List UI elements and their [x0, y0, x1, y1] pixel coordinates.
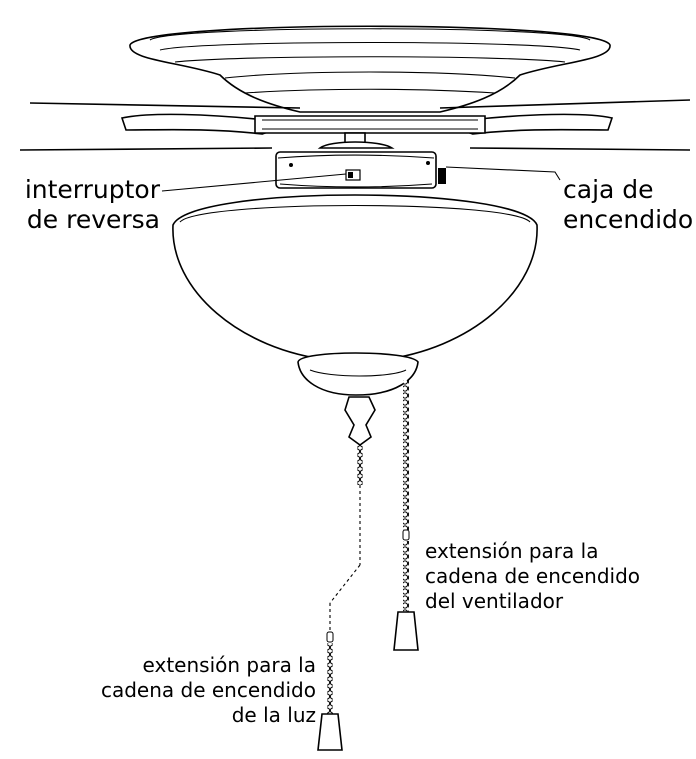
light-pull-chain [317, 445, 363, 751]
fan-motor-housing [129, 25, 611, 113]
fan-chain-label-line3: del ventilador [425, 589, 564, 613]
switch-housing-label: caja de encendido [563, 175, 693, 234]
switch-housing-label-line2: encendido [563, 205, 693, 234]
fan-blades [19, 99, 691, 151]
light-pull-weight [317, 713, 343, 751]
light-kit-bowl [172, 194, 538, 446]
fan-pull-chain [393, 380, 419, 651]
reverse-switch-label-line1: interruptor [25, 175, 161, 204]
fan-chain-label: extensión para la cadena de encendido de… [425, 539, 640, 613]
switch-housing-leader [445, 166, 561, 181]
reverse-switch-label: interruptor de reversa [25, 175, 161, 234]
light-chain-label-line3: de la luz [232, 703, 316, 727]
light-chain-label-line2: cadena de encendido [101, 678, 316, 702]
downrod-and-switch-housing [275, 132, 446, 189]
fan-chain-label-line1: extensión para la [425, 539, 598, 563]
light-chain-label-line1: extensión para la [143, 653, 316, 677]
fan-pull-weight [393, 611, 419, 651]
light-chain-label: extensión para la cadena de encendido de… [101, 653, 316, 727]
reverse-switch-label-line2: de reversa [27, 205, 160, 234]
switch-housing-label-line1: caja de [563, 175, 654, 204]
fan-chain-label-line2: cadena de encendido [425, 564, 640, 588]
reverse-switch-leader [161, 173, 347, 192]
